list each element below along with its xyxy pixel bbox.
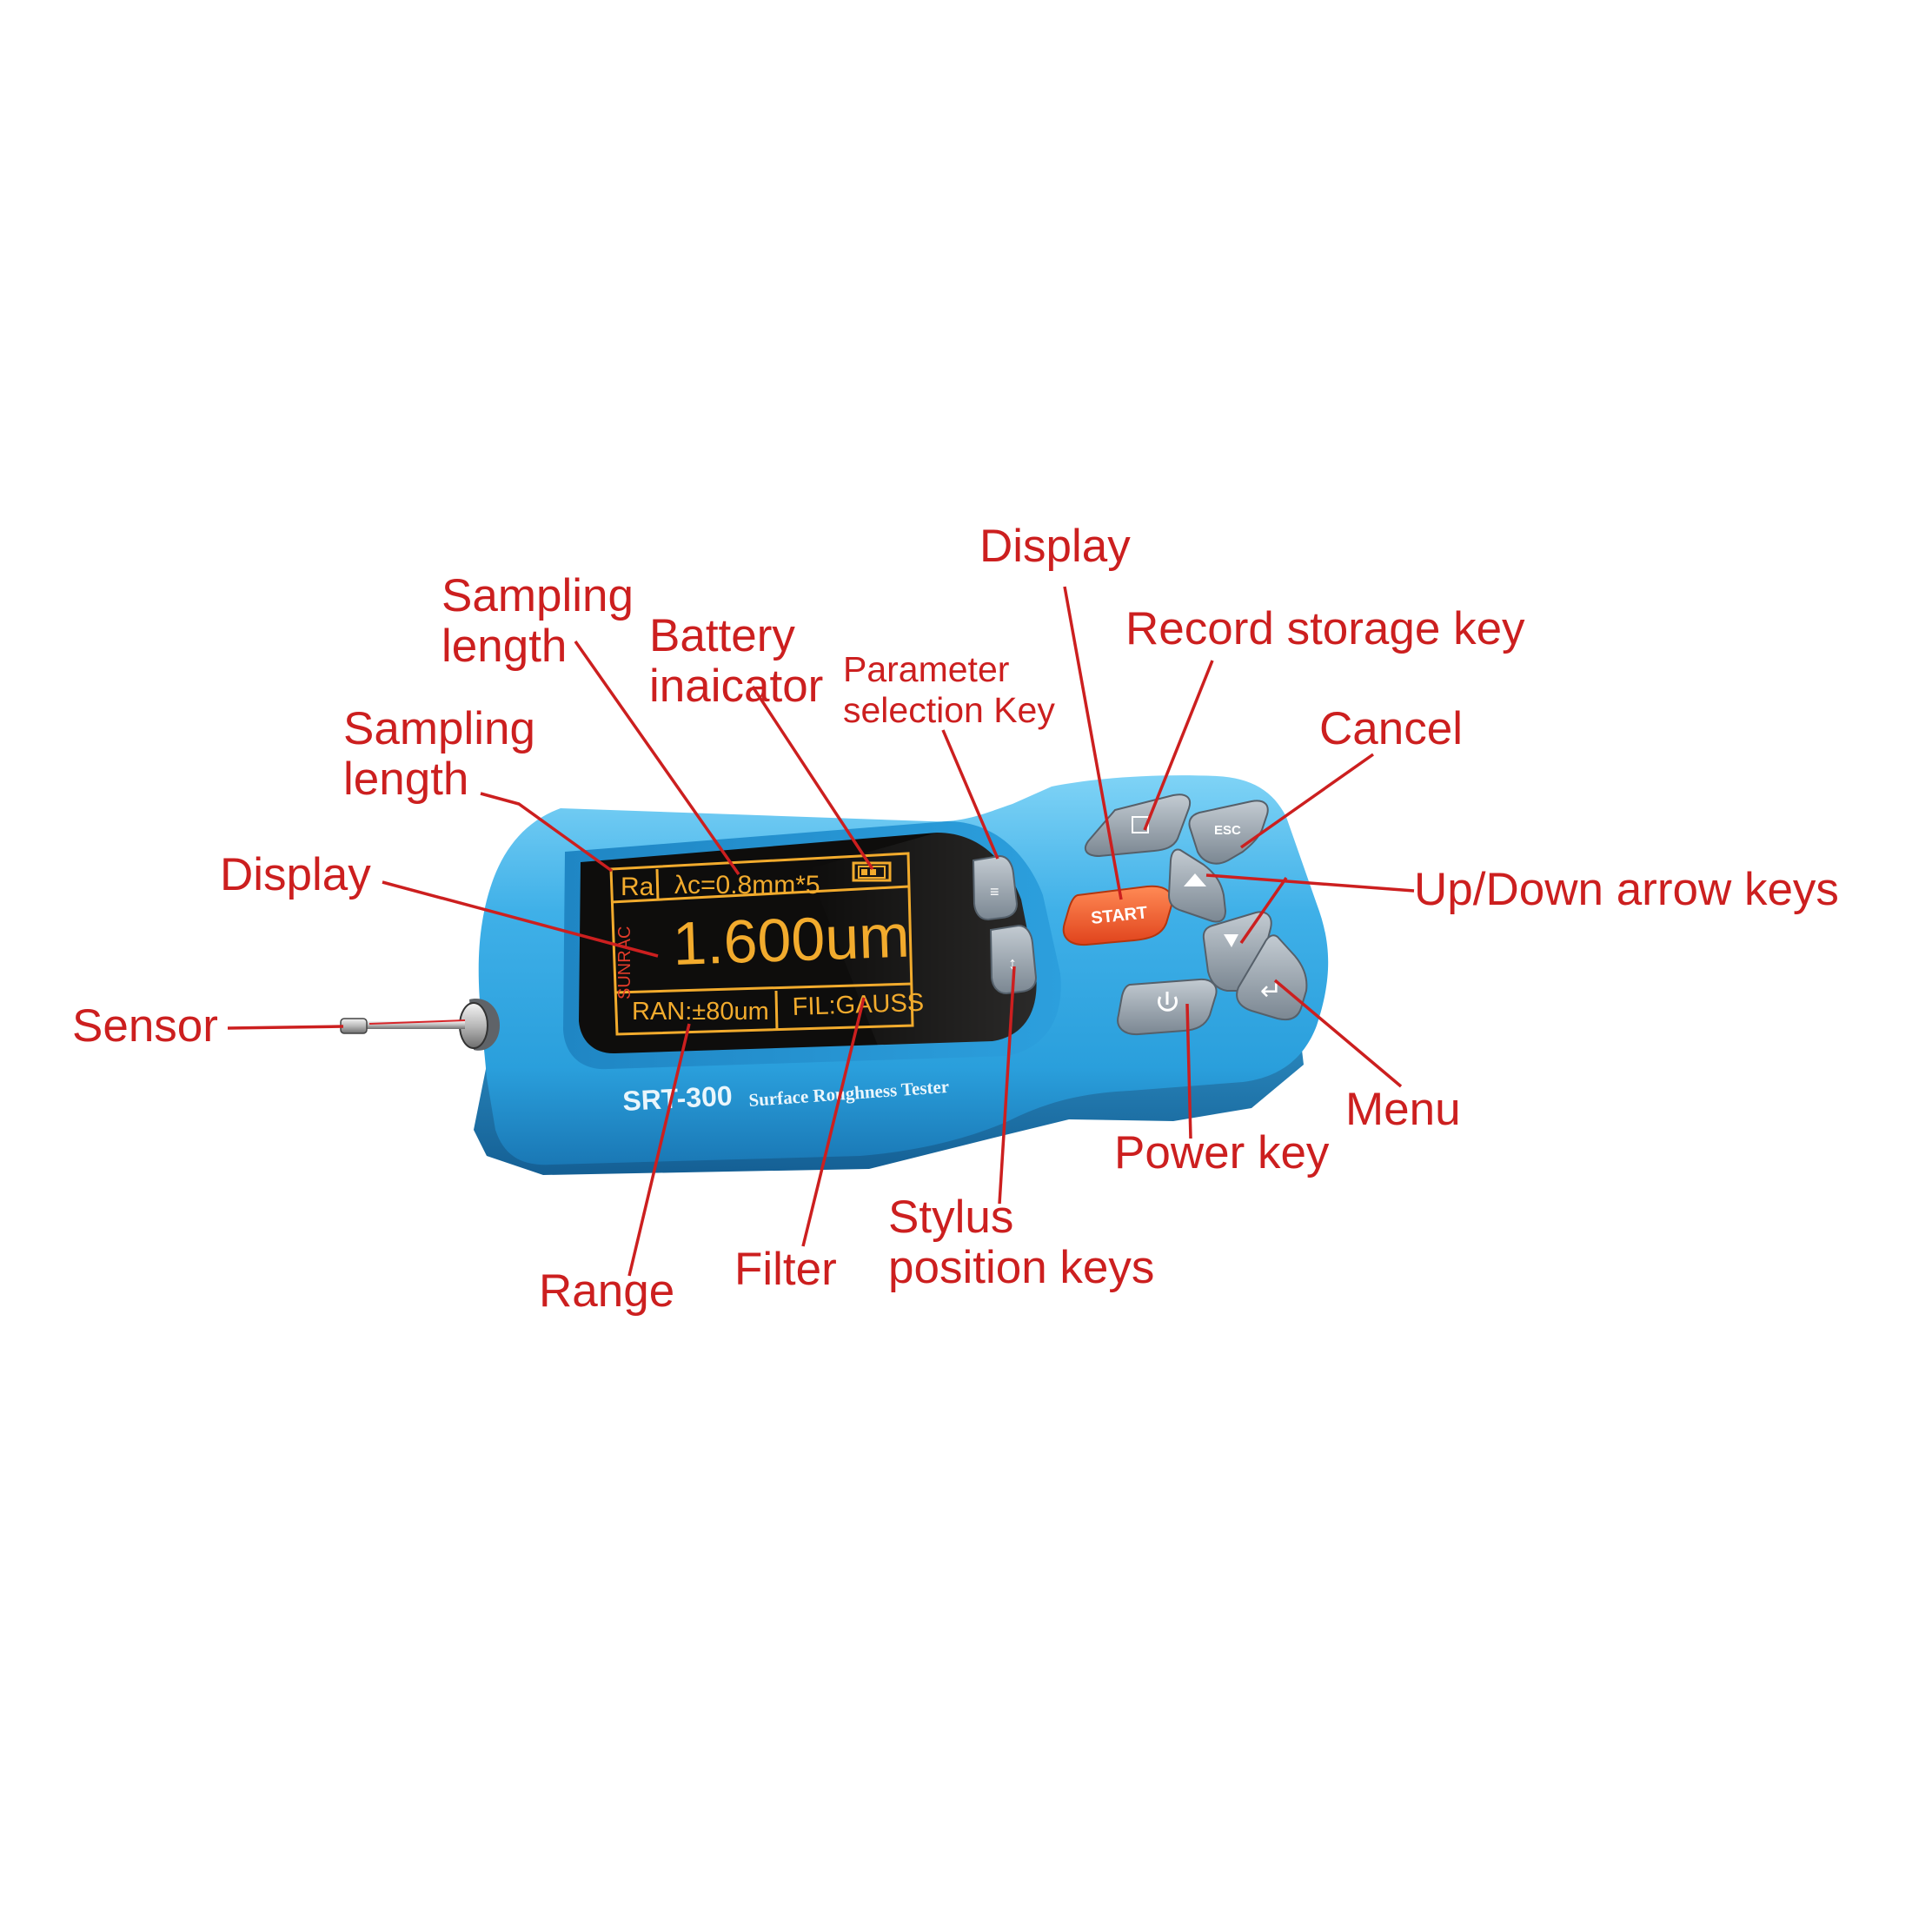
label-cancel: Cancel — [1319, 704, 1463, 754]
label-display-left: Display — [220, 850, 371, 900]
brand-side-text: SUNRAC — [615, 926, 634, 999]
label-battery-line1: Battery — [649, 611, 823, 661]
label-parameter-line1: Parameter — [843, 649, 1055, 690]
label-parameter-selection-key: Parameter selection Key — [843, 649, 1055, 731]
screen-cutoff-text: λc=0.8mm*5 — [674, 871, 820, 900]
label-menu-text: Menu — [1345, 1084, 1461, 1135]
label-parameter-line2: selection Key — [843, 690, 1055, 731]
label-display-left-text: Display — [220, 849, 371, 900]
label-up-down-arrow-keys: Up/Down arrow keys — [1414, 865, 1839, 915]
label-display-top-text: Display — [979, 521, 1131, 572]
label-stylus-line2: position keys — [888, 1243, 1154, 1293]
label-battery-indicator: Battery inaicator — [649, 611, 823, 713]
screen-parameter-text: Ra — [621, 873, 654, 901]
sensor-probe — [341, 999, 500, 1051]
label-sampling-length-upper: Sampling length — [442, 571, 634, 673]
model-name: SRT-300 — [621, 1079, 733, 1117]
enter-icon: ↵ — [1260, 976, 1282, 1006]
label-menu: Menu — [1345, 1085, 1461, 1135]
label-sensor: Sensor — [72, 1001, 218, 1052]
label-sampling-length-upper-line2: length — [442, 621, 634, 672]
screen-measured-value: 1.600um — [672, 902, 911, 978]
screen-range-text: RAN:±80um — [632, 998, 769, 1026]
label-filter-text: Filter — [734, 1244, 837, 1295]
label-record-storage-key: Record storage key — [1125, 604, 1525, 654]
label-sampling-length-lower-line2: length — [343, 754, 535, 805]
label-sampling-length-lower: Sampling length — [343, 704, 535, 806]
label-stylus-position-keys: Stylus position keys — [888, 1192, 1154, 1294]
label-record-text: Record storage key — [1125, 603, 1525, 654]
label-range-text: Range — [539, 1265, 674, 1317]
power-key[interactable] — [1118, 979, 1216, 1034]
label-updown-text: Up/Down arrow keys — [1414, 864, 1839, 915]
esc-key-label: ESC — [1214, 823, 1241, 838]
label-battery-line2: inaicator — [649, 661, 823, 712]
label-sampling-length-upper-line1: Sampling — [442, 571, 634, 621]
label-power-text: Power key — [1114, 1127, 1329, 1178]
label-display-top: Display — [979, 521, 1131, 572]
leader-sensor — [228, 1026, 343, 1028]
label-power-key: Power key — [1114, 1128, 1329, 1178]
label-range: Range — [539, 1266, 674, 1317]
parameter-icon: ≡ — [990, 883, 999, 900]
label-filter: Filter — [734, 1245, 837, 1295]
label-sensor-text: Sensor — [72, 1000, 218, 1052]
label-stylus-line1: Stylus — [888, 1192, 1154, 1243]
label-sampling-length-lower-line1: Sampling — [343, 704, 535, 754]
label-cancel-text: Cancel — [1319, 703, 1463, 754]
